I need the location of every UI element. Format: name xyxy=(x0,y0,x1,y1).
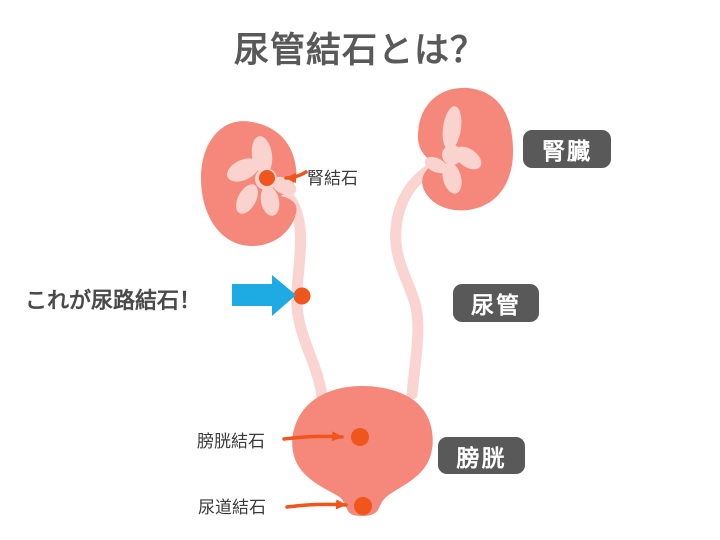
bladder-stone-annotation: 膀胱結石 xyxy=(197,432,265,451)
kidney-right-pelvis xyxy=(424,106,482,194)
ureter-right-tube xyxy=(390,162,438,400)
urethral-stone-dot xyxy=(354,497,372,515)
bladder-stone-dot xyxy=(351,428,369,446)
kidney-stone-dot xyxy=(259,170,275,186)
page-title: 尿管結石とは？ xyxy=(233,31,486,70)
urethral-stone-annotation: 尿道結石 xyxy=(198,498,266,517)
kidney-stone-arrow xyxy=(284,170,308,183)
urethral-stone-arrow xyxy=(285,499,348,510)
kidney-left-illustration xyxy=(201,121,297,246)
ureter-stone-dot xyxy=(293,287,311,305)
kidney-label-badge: 腎臓 xyxy=(523,130,611,168)
kidney-stone-annotation: 腎結石 xyxy=(307,169,358,188)
bladder-label-badge: 膀胱 xyxy=(438,437,525,474)
bladder-illustration xyxy=(292,386,433,516)
kidney-right-illustration xyxy=(417,87,514,211)
highlight-arrow-icon xyxy=(232,275,296,316)
ureter-label-badge: 尿管 xyxy=(453,284,539,322)
bladder-stone-arrow xyxy=(282,431,344,442)
stones-group xyxy=(259,170,372,515)
pointer-arrows-group xyxy=(282,170,348,510)
urinary-stone-callout: これが尿路結石！ xyxy=(25,288,202,313)
